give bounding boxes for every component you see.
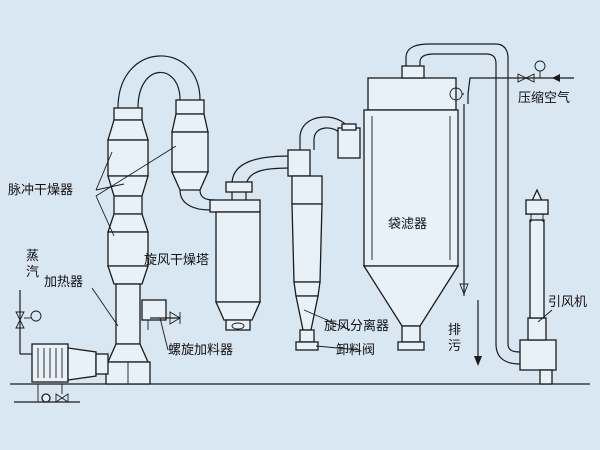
label-heater: 加热器 bbox=[44, 275, 83, 290]
label-screw-feeder: 螺旋加料器 bbox=[168, 343, 233, 358]
label-cyclone-separator: 旋风分离器 bbox=[324, 318, 389, 334]
label-bag-filter: 袋滤器 bbox=[388, 217, 427, 232]
cyclone-separator bbox=[287, 116, 361, 351]
pulse-dryer bbox=[105, 55, 215, 385]
label-compressed-air: 压缩空气 bbox=[518, 90, 570, 106]
screw-feeder bbox=[141, 299, 181, 330]
spin-flash-tower bbox=[209, 155, 291, 331]
heater bbox=[14, 290, 109, 403]
bag-filter bbox=[362, 43, 574, 366]
label-steam-2: 汽 bbox=[26, 265, 39, 280]
label-exhaust-2: 污 bbox=[448, 339, 461, 354]
label-pulse-dryer: 脉冲干燥器 bbox=[8, 183, 73, 198]
label-spin-flash-tower: 旋风干燥塔 bbox=[144, 253, 209, 268]
label-steam: 蒸 bbox=[26, 249, 39, 264]
induced-fan bbox=[495, 188, 557, 385]
leader-lines bbox=[91, 145, 553, 351]
label-discharge-valve: 卸料阀 bbox=[336, 342, 375, 358]
label-exhaust-1: 排 bbox=[448, 323, 461, 338]
label-induced-fan: 引风机 bbox=[548, 295, 587, 310]
